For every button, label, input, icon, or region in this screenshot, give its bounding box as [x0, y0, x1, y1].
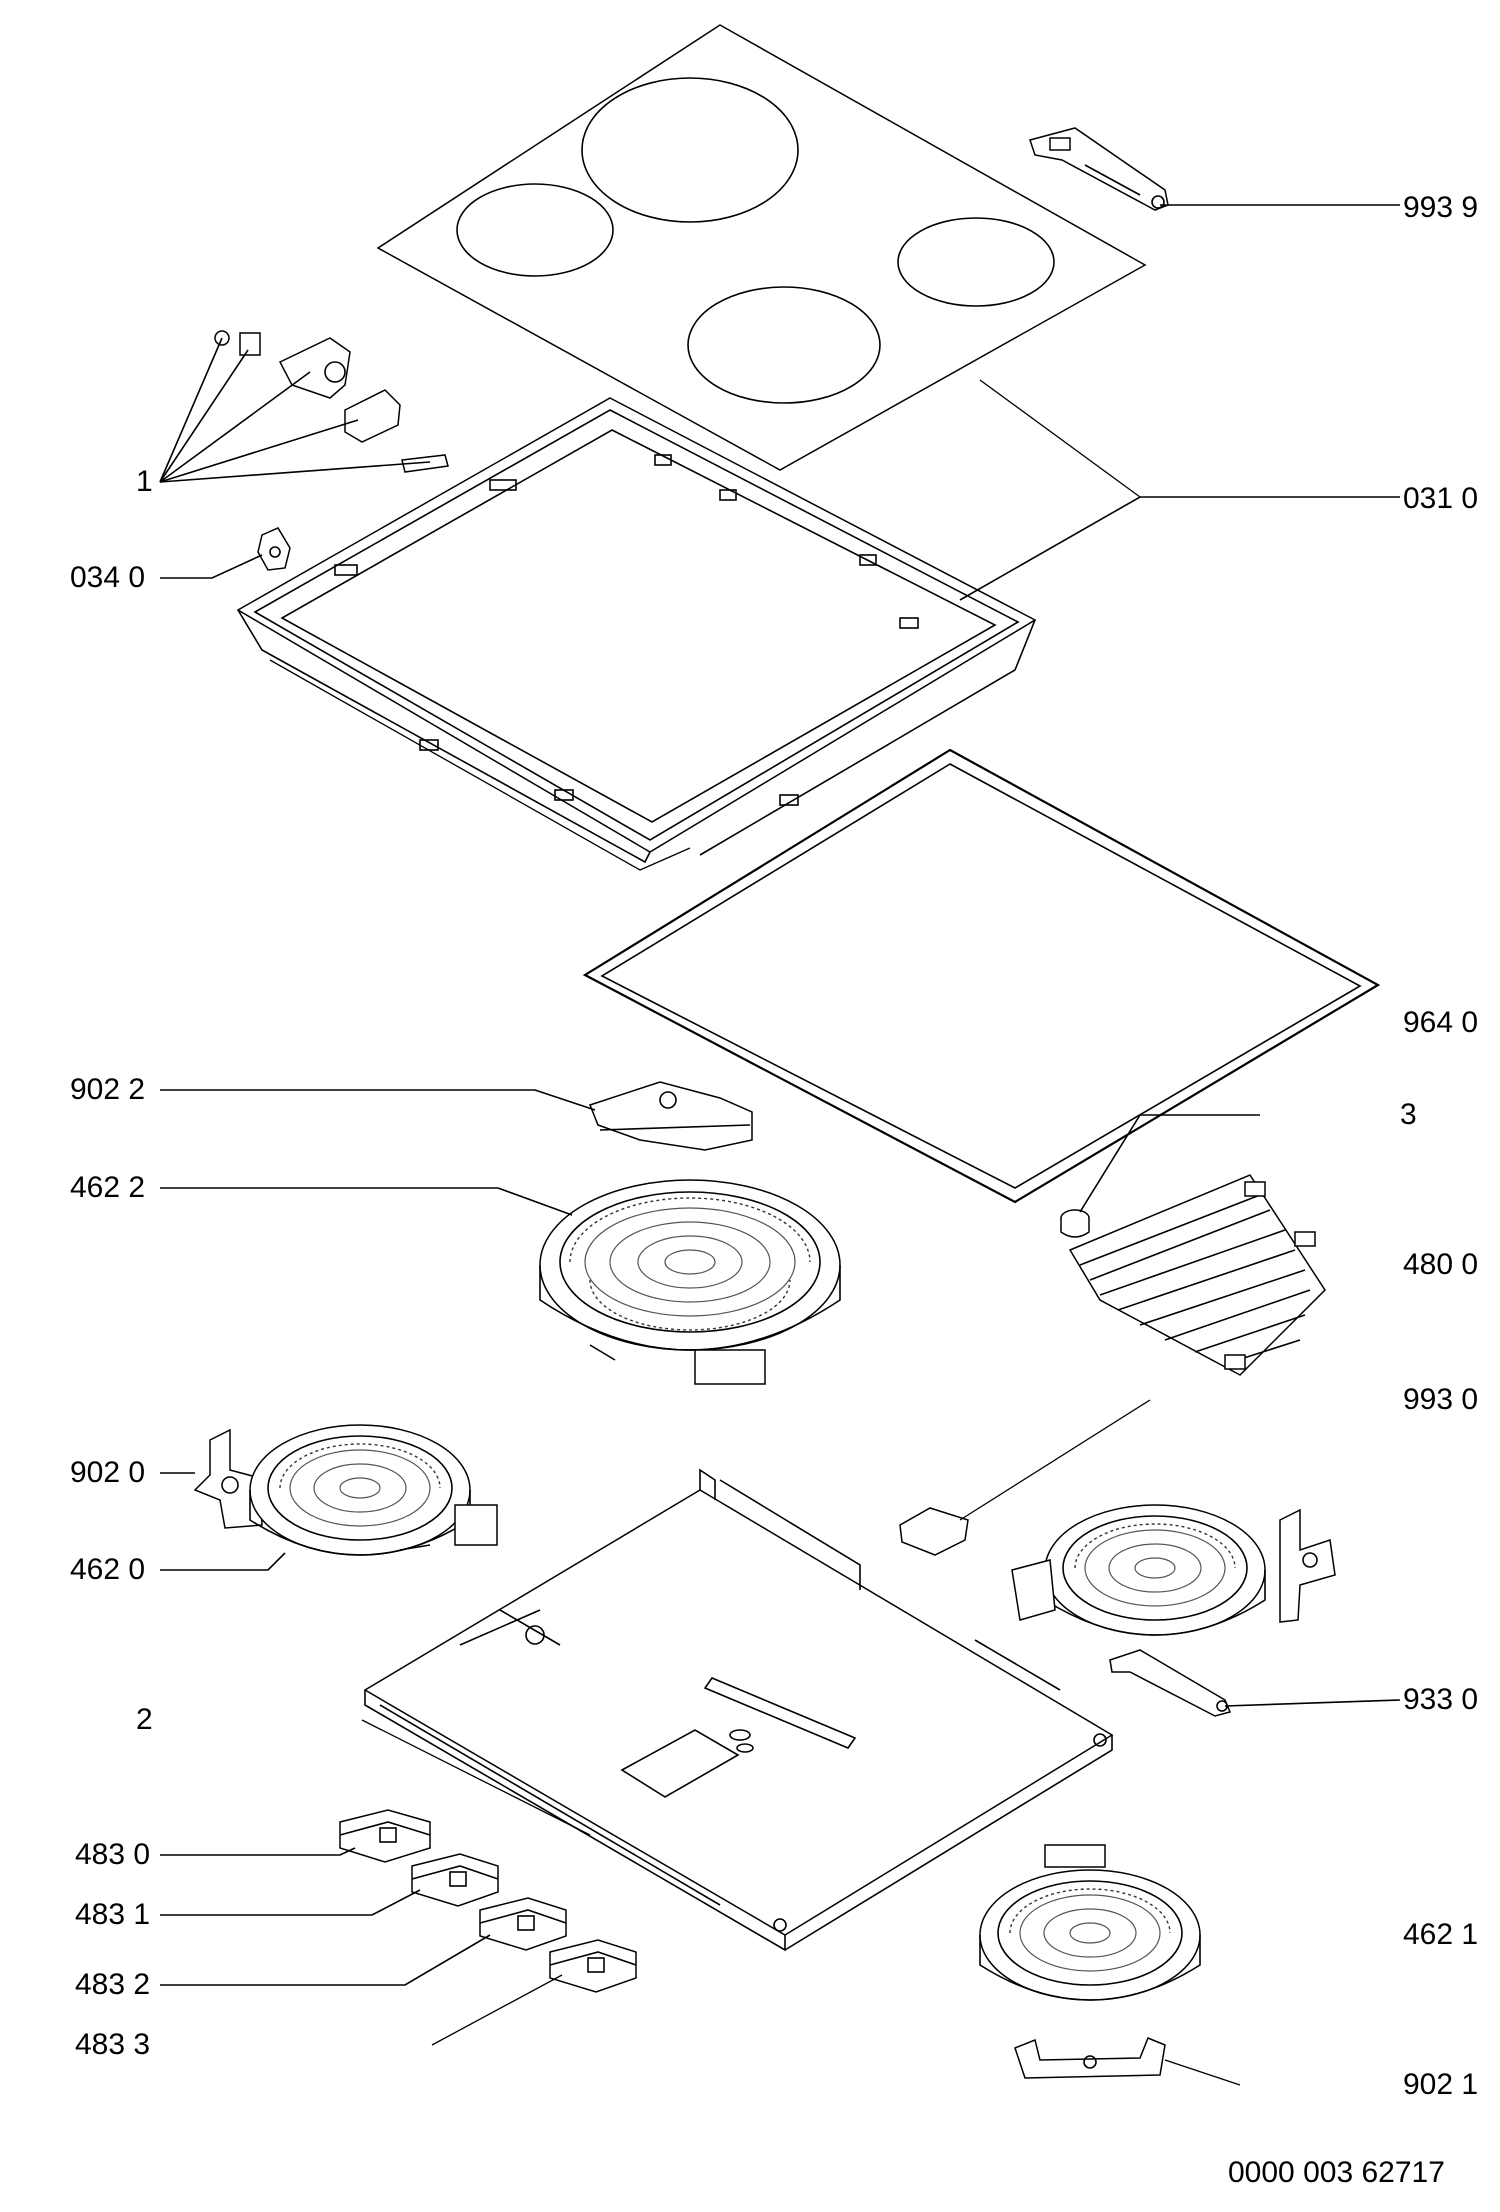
- mounting-clip-part: [257, 527, 291, 571]
- label-1: 1: [136, 465, 153, 498]
- label-483-2: 483 2: [75, 1968, 151, 2001]
- label-034-0: 034 0: [70, 561, 146, 594]
- radiant-heater-large: [539, 1179, 841, 1385]
- heater-bracket-left: [193, 1428, 263, 1529]
- label-480-0: 480 0: [1403, 1248, 1479, 1281]
- label-462-0: 462 0: [70, 1553, 146, 1586]
- label-483-0: 483 0: [75, 1838, 151, 1871]
- label-462-2: 462 2: [70, 1171, 146, 1204]
- wire-clip-part: [899, 1507, 969, 1556]
- document-number: 0000 003 62717: [1228, 2156, 1445, 2189]
- small-fittings-group: [214, 330, 449, 473]
- heater-bracket-part: [589, 1081, 753, 1151]
- label-3: 3: [1400, 1098, 1417, 1131]
- label-462-1: 462 1: [1403, 1918, 1479, 1951]
- label-483-1: 483 1: [75, 1898, 151, 1931]
- frame-slots: [334, 454, 919, 806]
- radiant-heater-bottom: [979, 1844, 1201, 2001]
- temperature-limiter-part: [1109, 1649, 1232, 1717]
- label-933-0: 933 0: [1403, 1683, 1479, 1716]
- terminal-block-483-0: [339, 1809, 431, 1863]
- label-993-9: 993 9: [1403, 191, 1479, 224]
- terminal-block-483-1: [411, 1853, 499, 1907]
- leader-lines: [159, 204, 1401, 2086]
- label-902-1: 902 1: [1403, 2068, 1479, 2101]
- label-993-0: 993 0: [1403, 1383, 1479, 1416]
- control-knob-part: [1060, 1209, 1090, 1238]
- terminal-block-483-3: [549, 1939, 637, 1993]
- radiant-heater-left: [249, 1424, 498, 1556]
- label-902-0: 902 0: [70, 1456, 146, 1489]
- terminal-block-483-2: [479, 1897, 567, 1951]
- bottom-tray-part: [363, 1468, 1114, 1952]
- label-483-3: 483 3: [75, 2028, 151, 2061]
- label-2: 2: [136, 1703, 153, 1736]
- glass-cooktop-panel: [376, 24, 1147, 471]
- heater-bracket-bottom: [1014, 2037, 1166, 2079]
- frame-seal-part: [582, 748, 1381, 1204]
- label-902-2: 902 2: [70, 1073, 146, 1106]
- terminal-bracket-part: [1029, 127, 1169, 211]
- label-031-0: 031 0: [1403, 482, 1479, 515]
- label-964-0: 964 0: [1403, 1006, 1479, 1039]
- hob-frame-part: [236, 397, 1037, 871]
- energy-regulator-block: [1068, 1174, 1326, 1376]
- radiant-heater-right: [1011, 1504, 1336, 1636]
